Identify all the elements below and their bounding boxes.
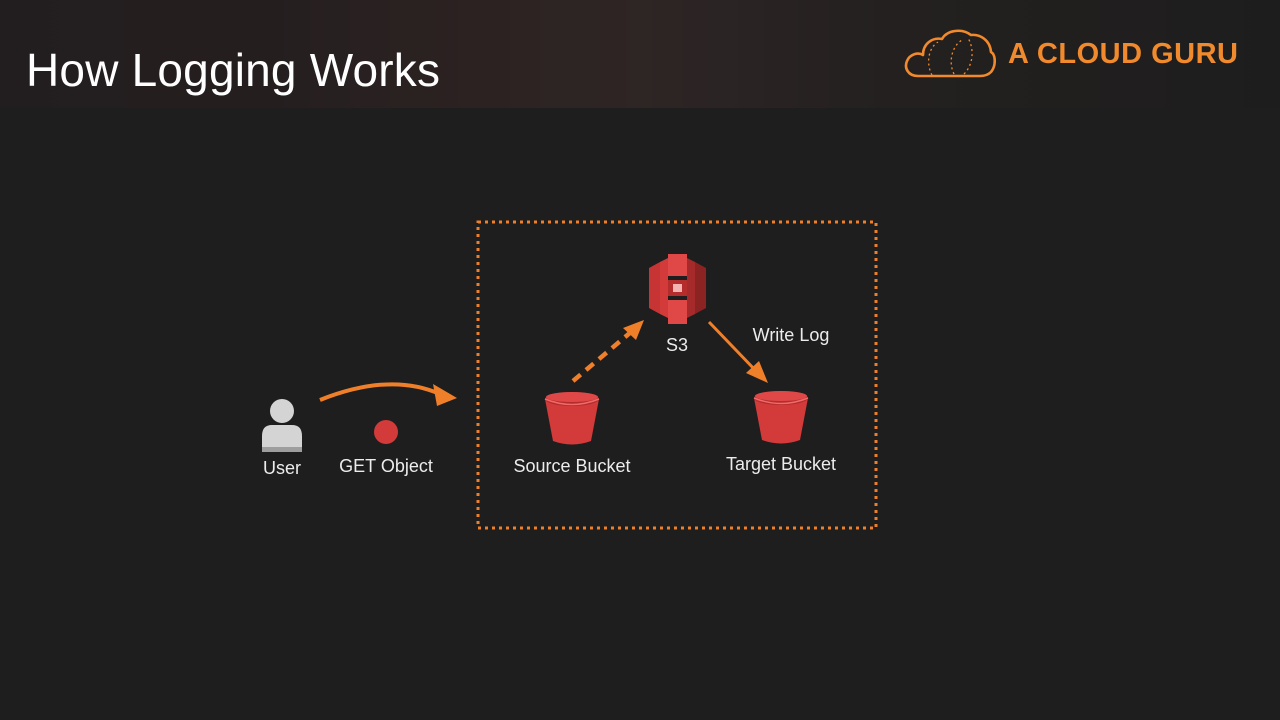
request-arrow-head <box>433 384 457 406</box>
brand-name: A CLOUD GURU <box>1008 37 1239 70</box>
user-icon <box>262 399 302 452</box>
source-to-s3-arrow <box>571 330 633 383</box>
slide-title: How Logging Works <box>26 44 441 96</box>
s3-icon <box>649 254 706 324</box>
target-bucket-icon <box>753 391 809 444</box>
header-banner <box>0 0 1280 108</box>
brand-logo: A CLOUD GURU <box>904 28 1238 80</box>
write-log-arrow-head <box>746 361 768 383</box>
s3-boundary-box <box>476 220 878 530</box>
request-dot-icon <box>374 420 398 444</box>
target-bucket-label: Target Bucket <box>725 454 837 474</box>
source-bucket-icon <box>544 392 600 445</box>
get-object-label: GET Object <box>339 456 433 476</box>
s3-label: S3 <box>665 335 689 355</box>
user-label: User <box>262 458 302 478</box>
write-log-arrow <box>707 320 759 374</box>
source-to-s3-arrow-head <box>623 320 644 340</box>
source-bucket-label: Source Bucket <box>513 456 631 476</box>
request-arrow <box>319 382 441 402</box>
cloud-logo-icon <box>904 29 996 78</box>
write-log-label: Write Log <box>752 325 830 345</box>
